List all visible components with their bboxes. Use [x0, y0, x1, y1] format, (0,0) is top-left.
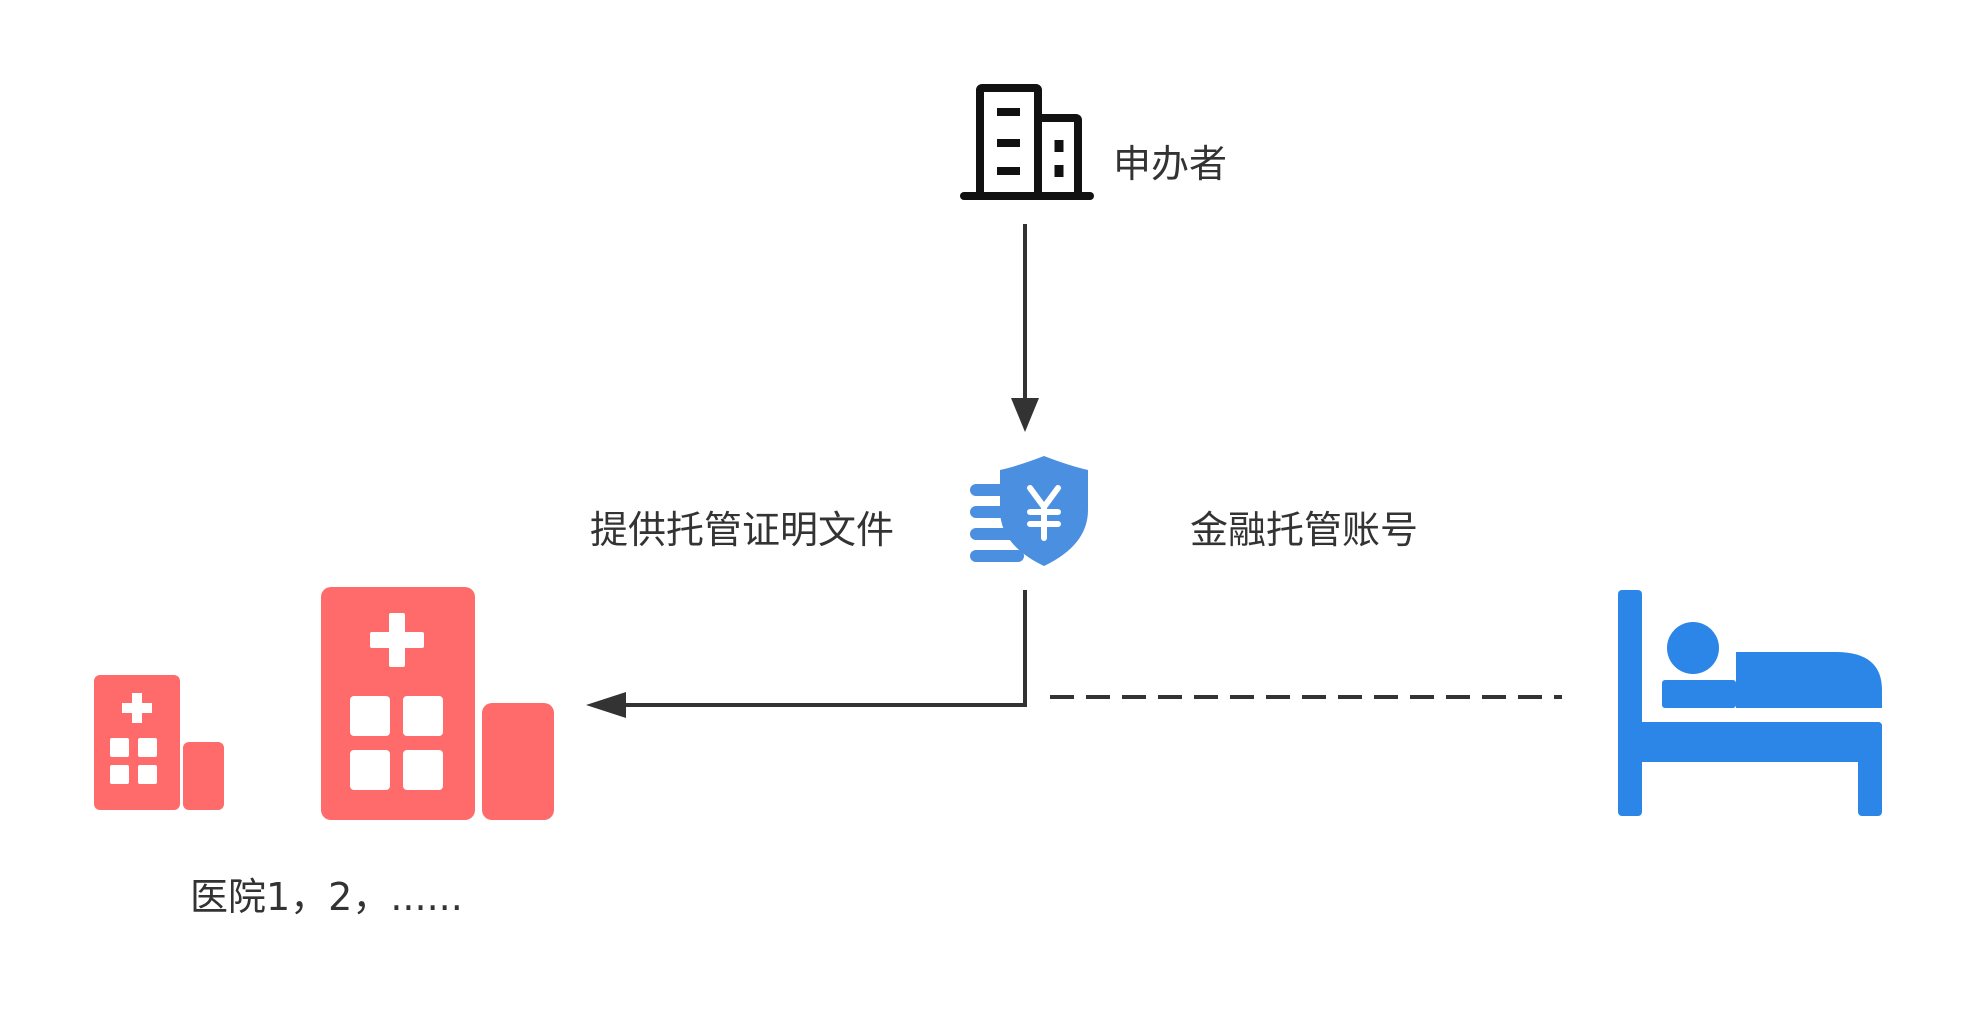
escrow-to-hospitals-arrow [586, 590, 1027, 718]
hospital-small-icon [94, 675, 224, 810]
sponsor-to-escrow-arrow [1011, 224, 1039, 432]
shield-yen-icon [970, 456, 1088, 566]
office-building-icon [960, 84, 1094, 200]
hospital-building-icon [321, 587, 554, 820]
hospitals-label: 医院1，2，...... [190, 875, 463, 919]
escrow-account-label: 金融托管账号 [1190, 508, 1419, 552]
provide-docs-label: 提供托管证明文件 [590, 508, 895, 552]
patient-bed-icon [1618, 590, 1882, 816]
sponsor-label: 申办者 [1113, 142, 1228, 186]
